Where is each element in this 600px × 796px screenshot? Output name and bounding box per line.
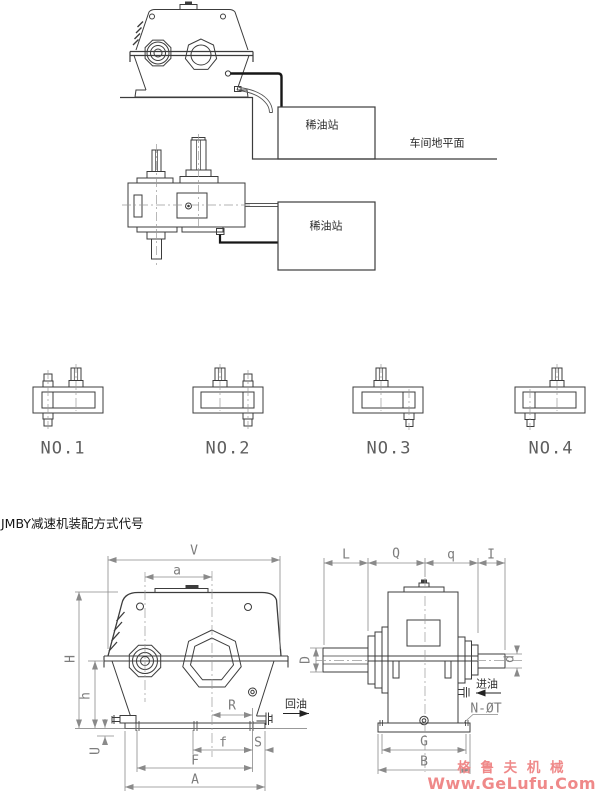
install-front-view [120,1,497,160]
oil-station-label-front: 稀油站 [305,118,339,132]
dim-label-R: R [228,698,236,714]
dim-label-d: d [502,655,518,663]
watermark-brand: 格 鲁 夫 机 械 [457,759,567,776]
oil-return-label: 回油 [285,697,307,711]
assembly-variant-no2 [192,364,264,429]
assembly-heading: JMBY减速机装配方式代号 [1,516,144,531]
dim-label-a: a [173,563,181,579]
dim-label-h: h [78,692,94,700]
oil-station-tank-front [277,106,376,160]
dim-side-view-dimensions [310,558,522,774]
dim-label-A: A [191,772,199,788]
oil-inlet-label: 进油 [476,677,498,691]
dim-side-view-outline [316,578,523,772]
ground-level-label: 车间地平面 [409,136,465,150]
dim-front-view-dimensions [75,556,309,791]
dim-label-U: U [88,747,104,755]
dim-label-f: f [219,735,227,751]
dim-label-Q: Q [392,546,400,562]
oil-station-label-top: 稀油站 [309,219,343,233]
oil-station-tank-top [277,201,376,271]
dim-label-q: q [447,547,455,563]
bolt-holes-label: N-ØT [470,701,502,717]
assembly-variant-no1 [32,364,104,429]
bolt-holes-leader [463,714,498,724]
dim-label-B: B [420,754,428,770]
variant-label-no4: NO.4 [528,438,574,459]
dim-front-view-outline [75,571,307,757]
variant-label-no3: NO.3 [366,438,412,459]
watermark: 格 鲁 夫 机 械 Www.GeLufu.Com [427,759,596,794]
dim-label-D: D [298,656,314,664]
install-top-view [122,134,376,271]
dim-label-I: I [487,547,495,563]
dim-label-F: F [191,753,199,769]
watermark-site: Www.GeLufu.Com [427,774,596,794]
dim-label-G: G [420,734,428,750]
variant-label-no1: NO.1 [40,438,86,459]
dim-label-S: S [254,735,262,751]
assembly-variant-no4 [514,364,586,430]
dim-label-V: V [190,543,198,559]
assembly-variant-no3 [352,364,424,430]
dim-label-L: L [342,547,350,563]
variant-label-no2: NO.2 [205,438,251,459]
dim-label-H: H [63,655,79,663]
